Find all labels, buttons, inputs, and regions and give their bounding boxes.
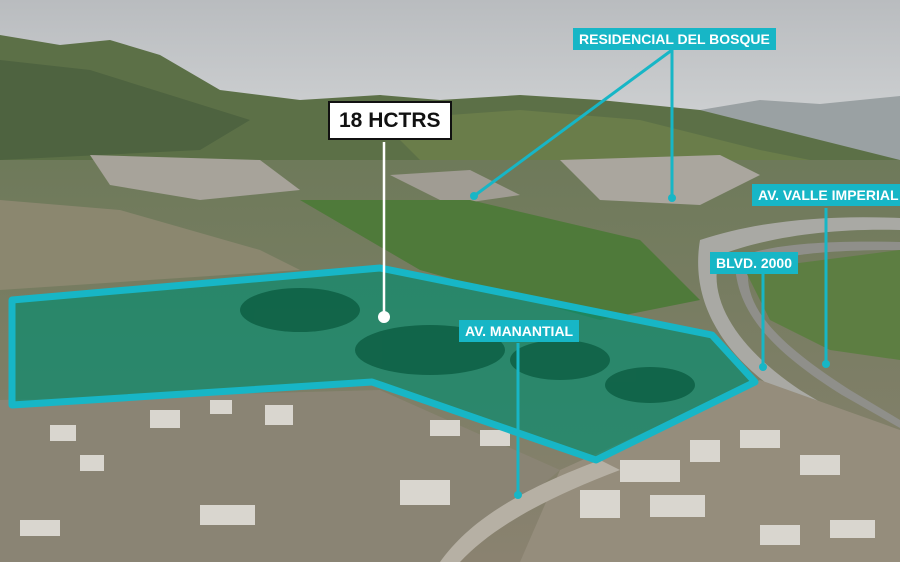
tree-clusters (240, 288, 695, 403)
manantial-road (440, 460, 620, 562)
green-slope (300, 200, 700, 320)
teal-leader-lines (473, 48, 828, 494)
residencial-del-bosque-label: RESIDENCIAL DEL BOSQUE (573, 28, 776, 50)
mountain-shadow (0, 60, 250, 160)
av-manantial-label: AV. MANANTIAL (459, 320, 580, 342)
settlement-hill (90, 155, 300, 200)
left-settlement (0, 200, 300, 290)
av-valle-imperial-label: AV. VALLE IMPERIAL (752, 184, 900, 206)
area-label: 18 HCTRS (328, 101, 452, 140)
teal-marker-dots (470, 192, 830, 499)
settlement-center (390, 170, 520, 205)
settlement-residencial (560, 155, 760, 205)
buildings (20, 400, 875, 545)
blvd-2000-label: BLVD. 2000 (710, 252, 798, 274)
right-valley (745, 250, 900, 360)
area-marker-dot (378, 311, 390, 323)
lower-town-left (0, 390, 560, 562)
